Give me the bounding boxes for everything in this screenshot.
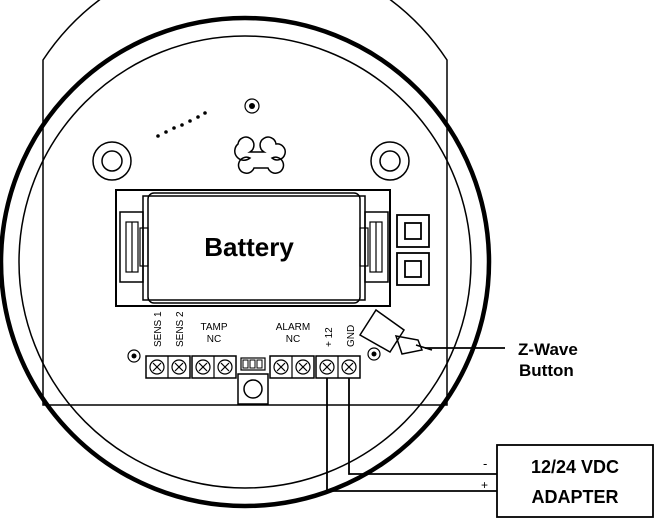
battery-label: Battery xyxy=(204,232,294,262)
terminal-screw xyxy=(319,359,335,375)
terminal-screw-slot xyxy=(298,362,308,372)
terminal-screw-slot xyxy=(174,362,184,372)
terminal-block-tamp xyxy=(191,355,237,379)
adapter-label-line2: ADAPTER xyxy=(531,487,618,507)
terminal-screw-slot xyxy=(322,362,332,372)
wire-minus xyxy=(348,378,497,475)
terminal-screw xyxy=(295,359,311,375)
board-hole-left xyxy=(127,349,141,363)
terminal-label-plus12: + 12 xyxy=(324,327,335,347)
bone-slot xyxy=(234,136,286,174)
zwave-label-line2: Button xyxy=(519,361,574,380)
outer-housing-ring xyxy=(0,15,492,509)
jumper-header xyxy=(240,357,266,371)
tamper-switch-upper xyxy=(396,214,430,248)
terminal-block-power xyxy=(315,355,361,379)
terminal-screws xyxy=(149,359,357,375)
terminal-screw xyxy=(171,359,187,375)
terminal-screw-slot xyxy=(198,362,208,372)
small-mount-hole xyxy=(244,98,260,114)
tamper-switch-lower xyxy=(396,252,430,286)
terminal-screw xyxy=(217,359,233,375)
wire-plus xyxy=(326,378,497,492)
board-hole-right xyxy=(367,347,381,361)
terminal-label-sens2: SENS 2 xyxy=(175,311,186,347)
adapter-plus-label: + xyxy=(481,478,488,492)
led-dots xyxy=(156,111,207,138)
left-mount-screw xyxy=(92,141,132,181)
terminal-label-alarm: ALARM xyxy=(276,322,310,333)
terminal-block-alarm xyxy=(269,355,315,379)
terminal-screw-slot xyxy=(152,362,162,372)
terminal-label-alarm-nc: NC xyxy=(286,334,300,345)
terminal-screw xyxy=(273,359,289,375)
adapter-minus-label: - xyxy=(483,456,487,471)
terminal-label-tamp: TAMP xyxy=(200,322,227,333)
terminal-screw-slot xyxy=(276,362,286,372)
terminal-label-sens1: SENS 1 xyxy=(153,311,164,347)
terminal-screw-slot xyxy=(220,362,230,372)
zwave-label-line1: Z-Wave xyxy=(518,340,578,359)
terminal-screw xyxy=(149,359,165,375)
terminal-screw xyxy=(341,359,357,375)
terminal-screw-slot xyxy=(344,362,354,372)
terminal-screw xyxy=(195,359,211,375)
terminal-label-tamp-nc: NC xyxy=(207,334,221,345)
terminal-block-sens xyxy=(145,355,191,379)
adapter-box xyxy=(496,444,654,518)
adapter-label-line1: 12/24 VDC xyxy=(531,457,619,477)
circuit-board xyxy=(42,0,448,406)
battery-holder: Battery xyxy=(115,189,391,307)
zwave-button[interactable] xyxy=(358,308,433,355)
right-mount-screw xyxy=(370,141,410,181)
inner-housing-ring xyxy=(18,35,472,489)
reset-button xyxy=(237,373,269,405)
terminal-label-gnd: GND xyxy=(346,325,357,347)
